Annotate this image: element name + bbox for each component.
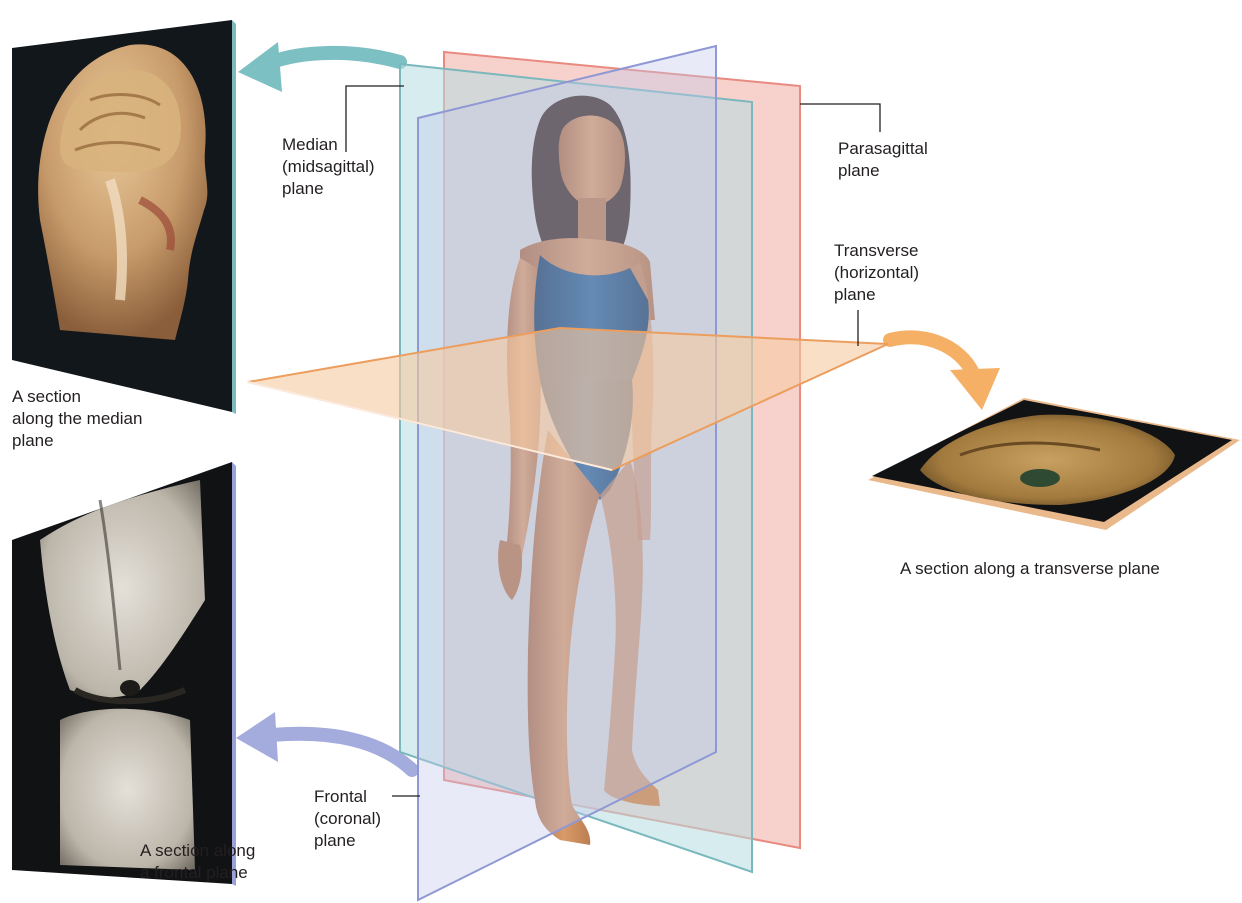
leader-parasagittal	[800, 104, 880, 132]
transverse-section-image	[868, 398, 1240, 530]
section-median-label: A section along the median plane	[12, 386, 142, 452]
transverse-plane-label: Transverse (horizontal) plane	[834, 240, 919, 306]
median-section-image	[12, 20, 236, 414]
arrow-median	[238, 42, 400, 92]
section-frontal-label: A section along a frontal plane	[140, 840, 255, 884]
frontal-section-image	[12, 462, 236, 886]
arrow-frontal	[236, 712, 412, 770]
parasagittal-plane-label: Parasagittal plane	[838, 138, 928, 182]
frontal-plane-label: Frontal (coronal) plane	[314, 786, 381, 852]
section-transverse-label: A section along a transverse plane	[900, 558, 1160, 580]
frontal-plane	[418, 46, 716, 900]
arrow-transverse	[890, 337, 1000, 410]
median-plane-label: Median (midsagittal) plane	[282, 134, 375, 200]
